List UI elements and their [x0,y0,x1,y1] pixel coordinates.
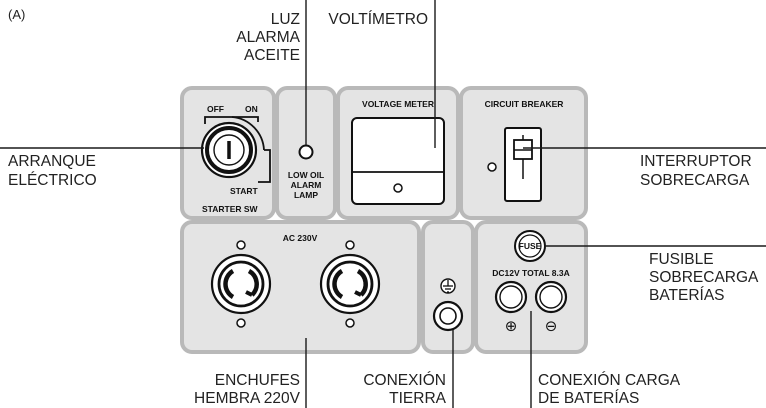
figure-label: (A) [8,7,25,22]
callouts: LUZ ALARMA ACEITE VOLTÍMETRO ARRANQUE EL… [8,11,759,407]
callout-fusible-3: BATERÍAS [649,287,725,304]
outlet-screw-icon [236,240,246,250]
low-oil-lamp: LOW OIL ALARM LAMP [288,144,324,200]
dc-label: DC12V TOTAL 8.3A [492,268,569,278]
callout-luz-2: ALARMA [236,29,300,46]
start-label: START [230,186,259,196]
outlet-screw-icon [236,318,246,328]
meter-face [351,117,445,205]
off-label: OFF [207,104,224,114]
callout-fusible-2: SOBRECARGA [649,269,759,286]
callout-voltimetro: VOLTÍMETRO [328,11,428,28]
callout-arranque-2: ELÉCTRICO [8,172,97,189]
callout-luz-1: LUZ [271,11,300,28]
callout-enchufes-1: ENCHUFES [215,372,300,389]
on-label: ON [245,104,258,114]
ac-label: AC 230V [283,233,318,243]
callout-carga-1: CONEXIÓN CARGA [538,372,681,389]
minus-icon: ⊖ [545,317,558,335]
outlet-left[interactable] [210,253,272,315]
plus-icon: ⊕ [505,317,518,335]
socket-icon[interactable] [319,253,381,315]
callout-fusible-1: FUSIBLE [649,251,714,268]
outlet-screw-icon [345,240,355,250]
oil-lamp-icon [298,144,314,160]
breaker-screw-icon [487,162,497,172]
callout-interruptor-1: INTERRUPTOR [640,153,752,170]
low-oil-line-3: LAMP [294,190,318,200]
callout-arranque-1: ARRANQUE [8,153,96,170]
circuit-breaker[interactable]: CIRCUIT BREAKER [485,99,564,202]
callout-tierra-1: CONEXIÓN [363,372,446,389]
voltage-meter: VOLTAGE METER [351,99,445,205]
voltage-meter-label: VOLTAGE METER [362,99,434,109]
dc-charging: FUSE DC12V TOTAL 8.3A ⊕ ⊖ [492,230,570,335]
outlet-right[interactable] [319,253,381,315]
callout-enchufes-2: HEMBRA 220V [194,390,301,407]
starter-sw-label: STARTER SW [202,204,259,214]
ac-outlets: AC 230V [210,233,381,328]
ground-terminal[interactable] [432,278,464,332]
callout-carga-2: DE BATERÍAS [538,390,639,407]
socket-icon[interactable] [210,253,272,315]
starter-switch[interactable]: OFF ON START STARTER SW [200,104,271,214]
callout-interruptor-2: SOBRECARGA [640,172,750,189]
callout-luz-3: ACEITE [244,47,300,64]
circuit-breaker-label: CIRCUIT BREAKER [485,99,564,109]
low-oil-line-1: LOW OIL [288,170,324,180]
fuse-label: FUSE [519,241,542,251]
meter-screw-icon [393,183,403,193]
callout-tierra-2: TIERRA [389,390,447,407]
outlet-screw-icon [345,318,355,328]
low-oil-line-2: ALARM [291,180,322,190]
